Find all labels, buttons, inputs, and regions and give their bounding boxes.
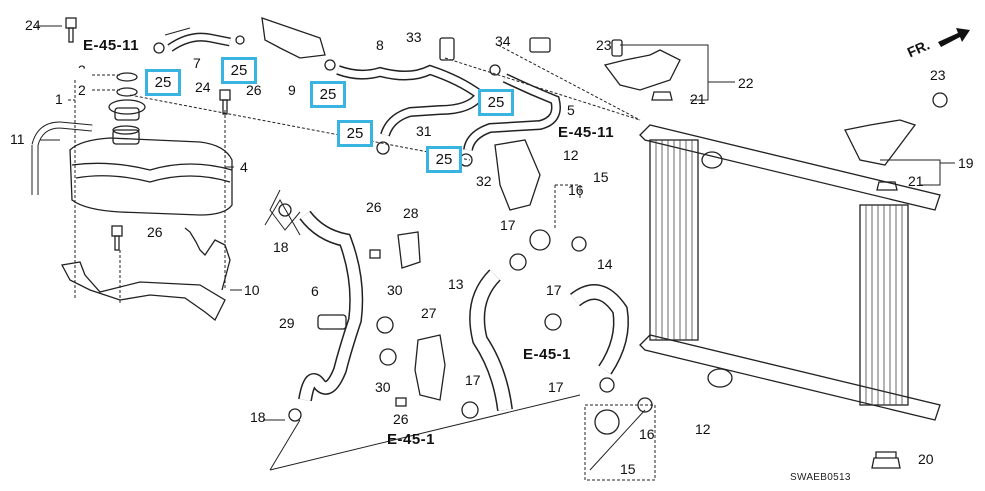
part-label-21: 21 bbox=[908, 173, 924, 189]
part-label-26: 26 bbox=[147, 224, 163, 240]
part-label-16: 16 bbox=[639, 426, 655, 442]
cushion-21a-icon bbox=[651, 91, 673, 101]
part-label-9: 9 bbox=[288, 82, 296, 98]
part-label-33: 33 bbox=[406, 29, 422, 45]
part-label-6: 6 bbox=[311, 283, 319, 299]
bolts-icon bbox=[65, 17, 407, 407]
part-label-10: 10 bbox=[244, 282, 260, 298]
part-label-4: 4 bbox=[240, 159, 248, 175]
reference-e-45-11[interactable]: E-45-11 bbox=[558, 124, 615, 141]
highlighted-part-25[interactable]: 25 bbox=[310, 81, 346, 108]
part-label-11: 11 bbox=[10, 131, 25, 147]
part-label-12: 12 bbox=[563, 147, 579, 163]
part-label-23: 23 bbox=[596, 37, 612, 53]
part-label-15: 15 bbox=[593, 169, 609, 185]
part-label-31: 31 bbox=[416, 123, 432, 139]
highlighted-part-25[interactable]: 25 bbox=[478, 89, 514, 116]
part-label-24: 24 bbox=[25, 17, 41, 33]
part-label-5: 5 bbox=[567, 102, 575, 118]
part-label-13: 13 bbox=[448, 276, 464, 292]
clamps-icon bbox=[153, 35, 948, 435]
part-label-23: 23 bbox=[930, 67, 946, 83]
part-label-17: 17 bbox=[465, 372, 481, 388]
part-label-28: 28 bbox=[403, 205, 419, 221]
tank-cap-icon bbox=[108, 72, 146, 121]
part-label-17: 17 bbox=[548, 379, 564, 395]
part-label-29: 29 bbox=[279, 315, 295, 331]
tank-bracket-icon bbox=[61, 227, 231, 322]
part-label-2: 2 bbox=[78, 82, 86, 98]
reserve-tank-icon bbox=[69, 125, 233, 216]
part-label-7: 7 bbox=[193, 55, 201, 71]
highlighted-part-25[interactable]: 25 bbox=[221, 57, 257, 84]
bracket-27-icon bbox=[414, 334, 446, 401]
part-label-18: 18 bbox=[250, 409, 266, 425]
reference-e-45-11[interactable]: E-45-11 bbox=[83, 37, 140, 54]
part-label-21: 21 bbox=[690, 91, 706, 107]
part-label-30: 30 bbox=[375, 379, 391, 395]
part-label-15: 15 bbox=[620, 461, 636, 477]
part-label-17: 17 bbox=[500, 217, 516, 233]
part-label-32: 32 bbox=[476, 173, 492, 189]
part-label-16: 16 bbox=[568, 182, 584, 198]
part-label-1: 1 bbox=[55, 91, 63, 107]
part-label-19: 19 bbox=[958, 155, 974, 171]
holder-28-icon bbox=[397, 231, 421, 269]
reference-e-45-1[interactable]: E-45-1 bbox=[523, 346, 572, 363]
part-label-27: 27 bbox=[421, 305, 437, 321]
part-label-3: 3 bbox=[78, 62, 86, 78]
bracket-19-icon bbox=[844, 119, 917, 166]
highlighted-part-25[interactable]: 25 bbox=[145, 69, 181, 96]
part-label-17: 17 bbox=[546, 282, 562, 298]
part-label-26: 26 bbox=[246, 82, 262, 98]
part-label-8: 8 bbox=[376, 37, 384, 53]
part-label-24: 24 bbox=[195, 79, 211, 95]
gasket-32-icon bbox=[494, 139, 541, 211]
highlighted-part-25[interactable]: 25 bbox=[426, 146, 462, 173]
part-label-30: 30 bbox=[387, 282, 403, 298]
part-label-18: 18 bbox=[273, 239, 289, 255]
bracket-9-icon bbox=[261, 17, 326, 59]
part-label-26: 26 bbox=[393, 411, 409, 427]
part-label-12: 12 bbox=[695, 421, 711, 437]
radiator-icon bbox=[639, 124, 941, 421]
diagram-code: SWAEB0513 bbox=[790, 472, 851, 483]
cushion-21b-icon bbox=[876, 181, 898, 191]
bracket-22-icon bbox=[603, 49, 681, 91]
reference-e-45-1[interactable]: E-45-1 bbox=[387, 431, 436, 448]
highlighted-part-25[interactable]: 25 bbox=[337, 120, 373, 147]
cushion-20-icon bbox=[871, 451, 901, 469]
part-label-22: 22 bbox=[738, 75, 754, 91]
part-label-26: 26 bbox=[366, 199, 382, 215]
part-label-14: 14 bbox=[597, 256, 613, 272]
part-label-34: 34 bbox=[495, 33, 511, 49]
part-label-20: 20 bbox=[918, 451, 934, 467]
